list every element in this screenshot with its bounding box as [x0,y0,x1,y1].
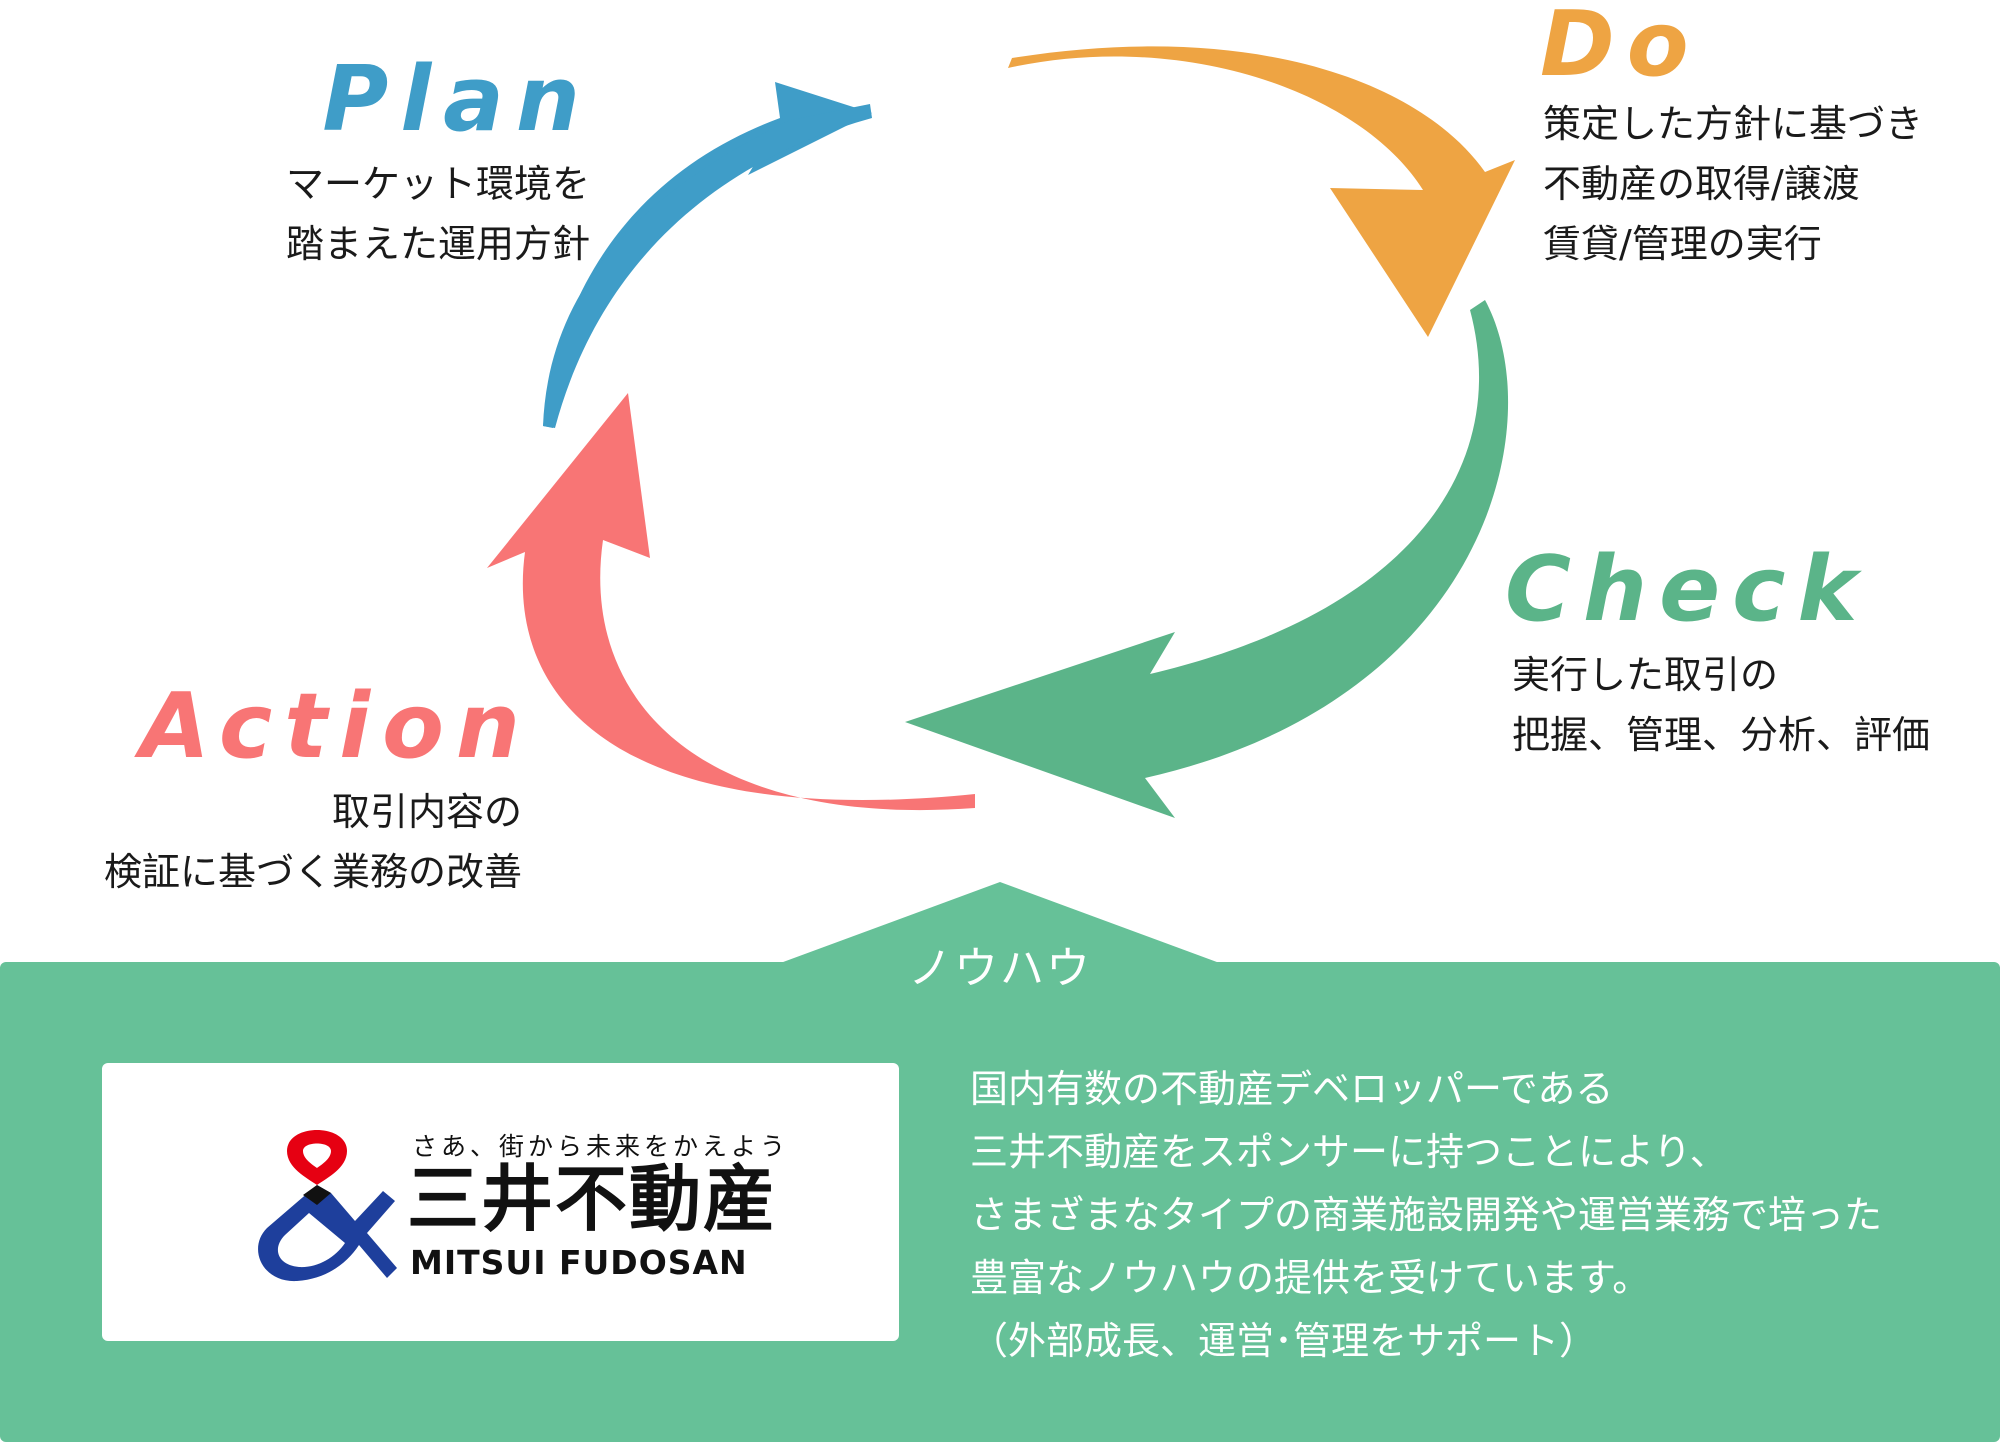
check-description: 実行した取引の 把握、管理、分析、評価 [1512,645,1930,765]
do-line: 賃貸/管理の実行 [1543,222,1822,266]
do-title: Do [1540,0,1701,97]
do-arrow [1008,46,1515,338]
check-line: 実行した取引の [1512,653,1779,697]
knowhow-line: 国内有数の不動産デベロッパーである [970,1067,1614,1111]
action-description: 取引内容の 検証に基づく業務の改善 [104,782,522,902]
plan-title: Plan [322,47,592,152]
action-line: 取引内容の [331,790,522,834]
do-description: 策定した方針に基づき 不動産の取得/譲渡 賃貸/管理の実行 [1543,94,1923,274]
logo-company-name-en: MITSUI FUDOSAN [410,1243,748,1282]
action-line: 検証に基づく業務の改善 [103,850,522,894]
check-line: 把握、管理、分析、評価 [1512,713,1931,757]
knowhow-tab-shape [775,882,1225,965]
logo-company-name-jp: 三井不動産 [407,1157,778,1241]
mitsui-fudosan-ampersand-logo [258,1130,397,1282]
plan-arrow-body [543,104,872,428]
check-arrow [905,300,1509,818]
knowhow-label: ノウハウ [908,943,1092,994]
mitsui-fudosan-logo-box: さあ、街から未来をかえよう 三井不動産 MITSUI FUDOSAN [102,1063,899,1341]
action-arrow [487,393,975,811]
plan-line: マーケット環境を [285,162,590,206]
knowhow-description: 国内有数の不動産デベロッパーである 三井不動産をスポンサーに持つことにより、 さ… [970,1058,1882,1373]
knowhow-line: さまざまなタイプの商業施設開発や運営業務で培った [970,1193,1883,1237]
logo-tagline: さあ、街から未来をかえよう [412,1132,790,1161]
action-title: Action [139,674,532,779]
do-line: 不動産の取得/譲渡 [1543,162,1860,206]
knowhow-line: （外部成長、運営･管理をサポート） [970,1319,1598,1363]
plan-line: 踏まえた運用方針 [285,222,590,266]
knowhow-line: 豊富なノウハウの提供を受けています。 [970,1256,1651,1300]
plan-description: マーケット環境を 踏まえた運用方針 [286,154,590,274]
do-line: 策定した方針に基づき [1543,102,1924,146]
check-title: Check [1505,537,1870,642]
knowhow-line: 三井不動産をスポンサーに持つことにより、 [970,1130,1728,1174]
